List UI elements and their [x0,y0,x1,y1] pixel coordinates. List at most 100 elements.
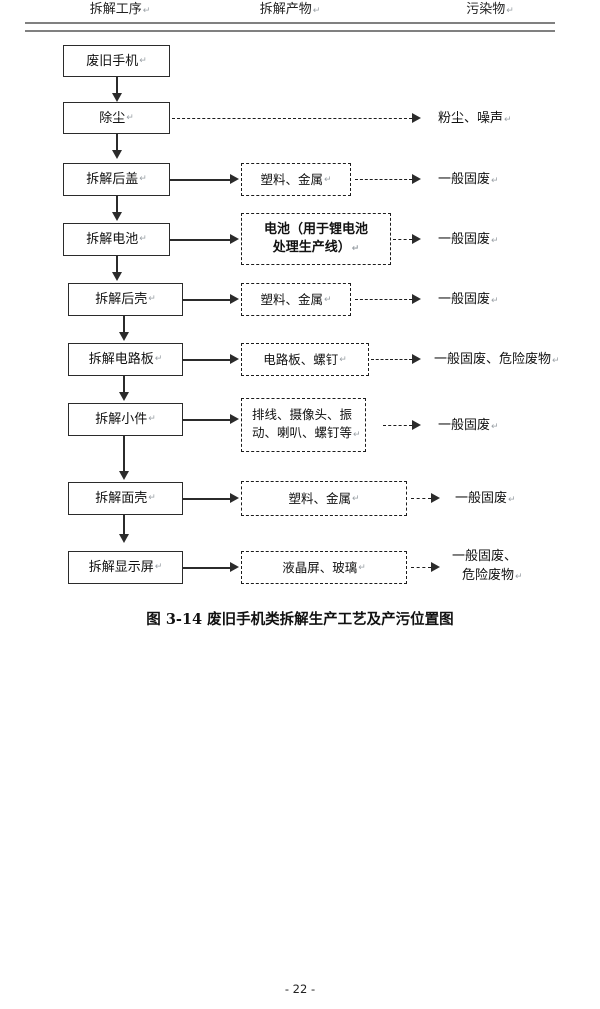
product-box-2: 塑料、金属↵ [241,163,351,196]
process-box-1-label: 除尘 [99,110,126,126]
column-header-product-label: 拆解产物 [259,2,312,17]
process-box-7: 拆解面壳↵ [68,482,183,515]
paragraph-mark-icon: ↵ [508,495,516,505]
paragraph-mark-icon: ↵ [351,243,360,254]
pollutant-arrow-3-icon [412,234,421,244]
product-connector-3 [170,239,232,241]
paragraph-mark-icon: ↵ [148,294,156,304]
pollutant-label-5-text: 一般固废、危险废物 [434,352,552,367]
product-box-4: 塑料、金属↵ [241,283,351,316]
product-box-6-line1: 排线、摄像头、振 [252,407,353,422]
paragraph-mark-icon: ↵ [126,112,134,123]
paragraph-mark-icon: ↵ [139,234,147,244]
pollutant-label-8: 一般固废、 危险废物↵ [452,547,572,587]
pollutant-connector-5 [371,359,412,360]
connector-0-1 [116,77,118,95]
paragraph-mark-icon: ↵ [323,174,332,185]
product-arrow-5-icon [230,354,239,364]
pollutant-label-4-text: 一般固废 [438,292,491,307]
page-number: - 22 - [284,982,316,996]
paragraph-mark-icon: ↵ [142,6,151,16]
paragraph-mark-icon: ↵ [515,572,523,582]
process-box-5-label: 拆解电路板 [88,352,154,367]
product-connector-7 [183,498,232,500]
process-box-1: 除尘↵ [63,102,170,134]
connector-arrow-0-1-icon [112,93,122,102]
paragraph-mark-icon: ↵ [139,55,147,66]
figure-caption: 图 3-14 废旧手机类拆解生产工艺及产污位置图 [146,611,454,628]
column-header-pollutant: 污染物↵ [425,2,555,19]
paragraph-mark-icon: ↵ [339,354,347,365]
pollutant-arrow-5-icon [412,354,421,364]
connector-6-7 [123,436,125,473]
connector-1-2 [116,134,118,152]
product-connector-5 [183,359,232,361]
paragraph-mark-icon: ↵ [491,296,499,306]
column-header-product: 拆解产物↵ [225,2,355,19]
product-connector-2 [170,179,232,181]
pollutant-label-6: 一般固废↵ [438,416,499,437]
process-box-3-label: 拆解电池 [86,232,139,247]
connector-arrow-1-2-icon [112,150,122,159]
product-box-3-line1: 电池（用于锂电池 [263,221,368,237]
paragraph-mark-icon: ↵ [491,176,499,186]
product-arrow-4-icon [230,294,239,304]
product-box-2-label: 塑料、金属 [260,171,323,187]
paragraph-mark-icon: ↵ [358,562,366,573]
paragraph-mark-icon: ↵ [506,6,514,16]
header-rule-bottom [25,30,555,32]
header-rule-top [25,22,555,24]
product-arrow-2-icon [230,174,239,184]
connector-7-8 [123,515,125,536]
product-box-4-label: 塑料、金属 [260,291,323,307]
paragraph-mark-icon: ↵ [323,294,332,305]
pollutant-connector-7 [411,498,431,499]
pollutant-arrow-1-icon [412,113,421,123]
pollutant-label-7-text: 一般固废 [455,491,508,506]
paragraph-mark-icon: ↵ [491,422,499,432]
process-box-6: 拆解小件↵ [68,403,183,436]
pollutant-arrow-7-icon [431,493,440,503]
pollutant-label-3-text: 一般固废 [438,232,491,247]
product-arrow-6-icon [230,414,239,424]
product-box-5-label: 电路板、螺钉 [263,351,339,367]
connector-5-6 [123,376,125,394]
paragraph-mark-icon: ↵ [552,356,560,366]
process-box-4: 拆解后壳↵ [68,283,183,316]
connector-arrow-3-4-icon [112,272,122,281]
product-arrow-7-icon [230,493,239,503]
pollutant-label-5: 一般固废、危险废物↵ [434,350,560,371]
pollutant-connector-4 [355,299,412,300]
pollutant-connector-3 [393,239,412,240]
process-box-0-label: 废旧手机 [86,53,139,69]
process-box-6-label: 拆解小件 [95,412,148,427]
pollutant-label-4: 一般固废↵ [438,290,499,311]
paragraph-mark-icon: ↵ [154,354,163,364]
pollutant-label-1-text: 粉尘、噪声 [438,111,504,126]
connector-arrow-2-3-icon [112,212,122,221]
process-box-2-label: 拆解后盖 [86,172,139,187]
connector-arrow-7-8-icon [119,534,129,543]
connector-3-4 [116,256,118,274]
pollutant-connector-6 [383,425,412,426]
paragraph-mark-icon: ↵ [139,174,147,184]
pollutant-label-3: 一般固废↵ [438,230,499,251]
pollutant-label-6-text: 一般固废 [438,418,491,433]
product-box-3: 电池（用于锂电池 处理生产线）↵ [241,213,391,265]
product-connector-4 [183,299,232,301]
column-header-process: 拆解工序↵ [55,2,185,19]
product-box-6: 排线、摄像头、振 动、喇叭、螺钉等↵ [241,398,366,452]
pollutant-connector-1 [172,118,412,119]
product-connector-8 [183,567,232,569]
pollutant-connector-2 [355,179,412,180]
pollutant-connector-8 [411,567,431,568]
process-box-7-label: 拆解面壳 [95,491,148,506]
process-box-3: 拆解电池↵ [63,223,170,256]
paragraph-mark-icon: ↵ [154,562,163,572]
product-box-7: 塑料、金属↵ [241,481,407,516]
paragraph-mark-icon: ↵ [148,493,156,503]
product-arrow-8-icon [230,562,239,572]
product-box-6-line2: 动、喇叭、螺钉等↵ [252,425,361,440]
process-box-0: 废旧手机↵ [63,45,170,77]
product-box-7-label: 塑料、金属 [288,490,351,506]
